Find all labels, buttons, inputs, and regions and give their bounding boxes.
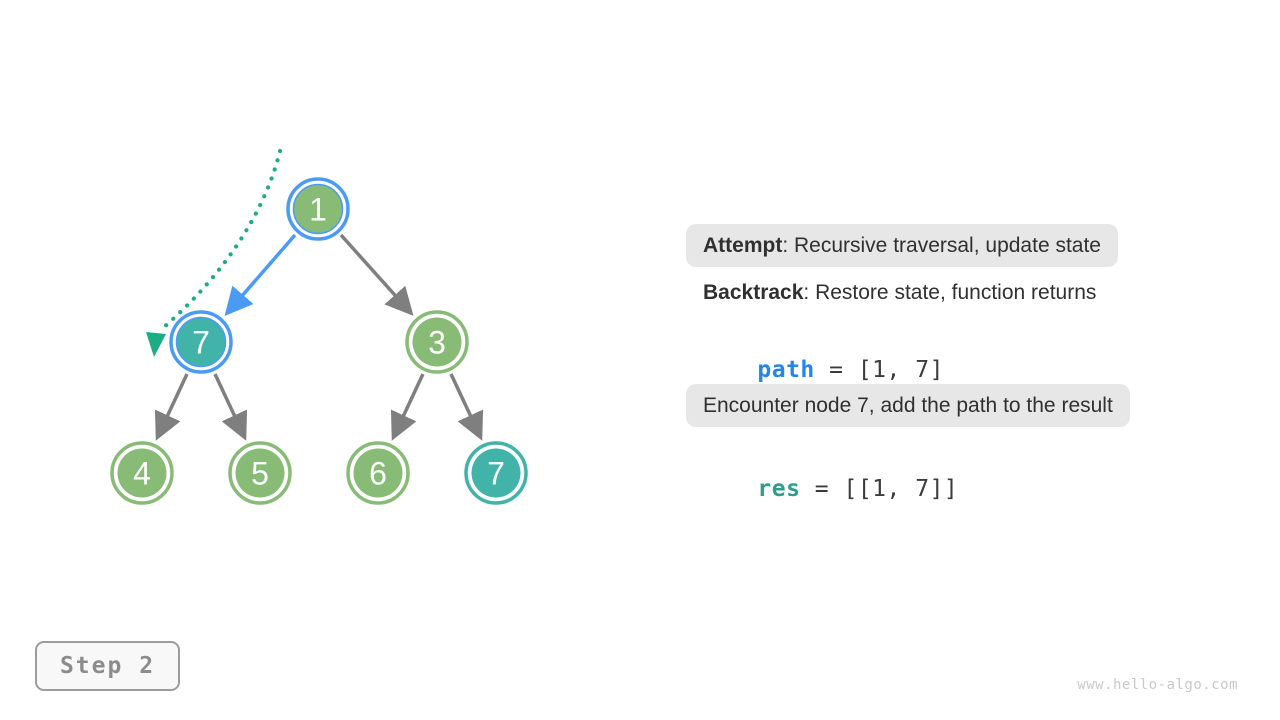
svg-text:6: 6 — [369, 456, 387, 492]
tree-node-5: 5 — [228, 441, 292, 505]
tree-node-3: 3 — [405, 310, 469, 374]
edge-3-to-7 — [449, 373, 484, 441]
edge-1-to-7-active — [224, 233, 297, 316]
tree-node-4: 4 — [110, 441, 174, 505]
edge-7-to-5 — [213, 373, 248, 441]
edge-1-to-3 — [339, 233, 414, 316]
edge-7-to-4 — [154, 373, 189, 441]
svg-text:3: 3 — [428, 325, 446, 361]
callout-attempt: Attempt: Recursive traversal, update sta… — [686, 224, 1118, 267]
edge-3-to-6 — [390, 373, 425, 441]
backtrack-arrowhead-icon — [146, 332, 166, 357]
svg-text:5: 5 — [251, 456, 269, 492]
path-variable: path — [757, 357, 815, 383]
svg-text:7: 7 — [192, 325, 210, 361]
res-code-line: res = [[1, 7]] — [700, 450, 958, 528]
backtrack-text: : Restore state, function returns — [803, 281, 1097, 304]
svg-text:4: 4 — [133, 456, 151, 492]
attempt-keyword: Attempt — [703, 234, 783, 257]
tree-node-7-right: 7 — [464, 441, 528, 505]
svg-text:7: 7 — [487, 456, 505, 492]
backtrack-line: Backtrack: Restore state, function retur… — [703, 281, 1096, 305]
path-code-line: path = [1, 7] — [700, 331, 944, 409]
tree-node-6: 6 — [346, 441, 410, 505]
res-variable: res — [757, 476, 801, 502]
step-badge: Step 2 — [35, 641, 180, 691]
res-equals: = — [800, 476, 844, 502]
binary-tree-diagram: 1 7 3 4 5 — [110, 148, 528, 505]
encounter-text: Encounter node 7, add the path to the re… — [703, 394, 1113, 417]
backtrack-dotted-path — [160, 148, 283, 331]
tree-node-1: 1 — [286, 177, 350, 241]
svg-text:1: 1 — [309, 192, 327, 228]
path-equals: = — [814, 357, 858, 383]
tree-node-7-left: 7 — [169, 310, 233, 374]
path-value: [1, 7] — [857, 357, 944, 383]
watermark: www.hello-algo.com — [1077, 677, 1238, 693]
backtrack-keyword: Backtrack — [703, 281, 804, 304]
res-value: [[1, 7]] — [843, 476, 959, 502]
callout-encounter: Encounter node 7, add the path to the re… — [686, 384, 1130, 427]
attempt-text: : Recursive traversal, update state — [782, 234, 1101, 257]
